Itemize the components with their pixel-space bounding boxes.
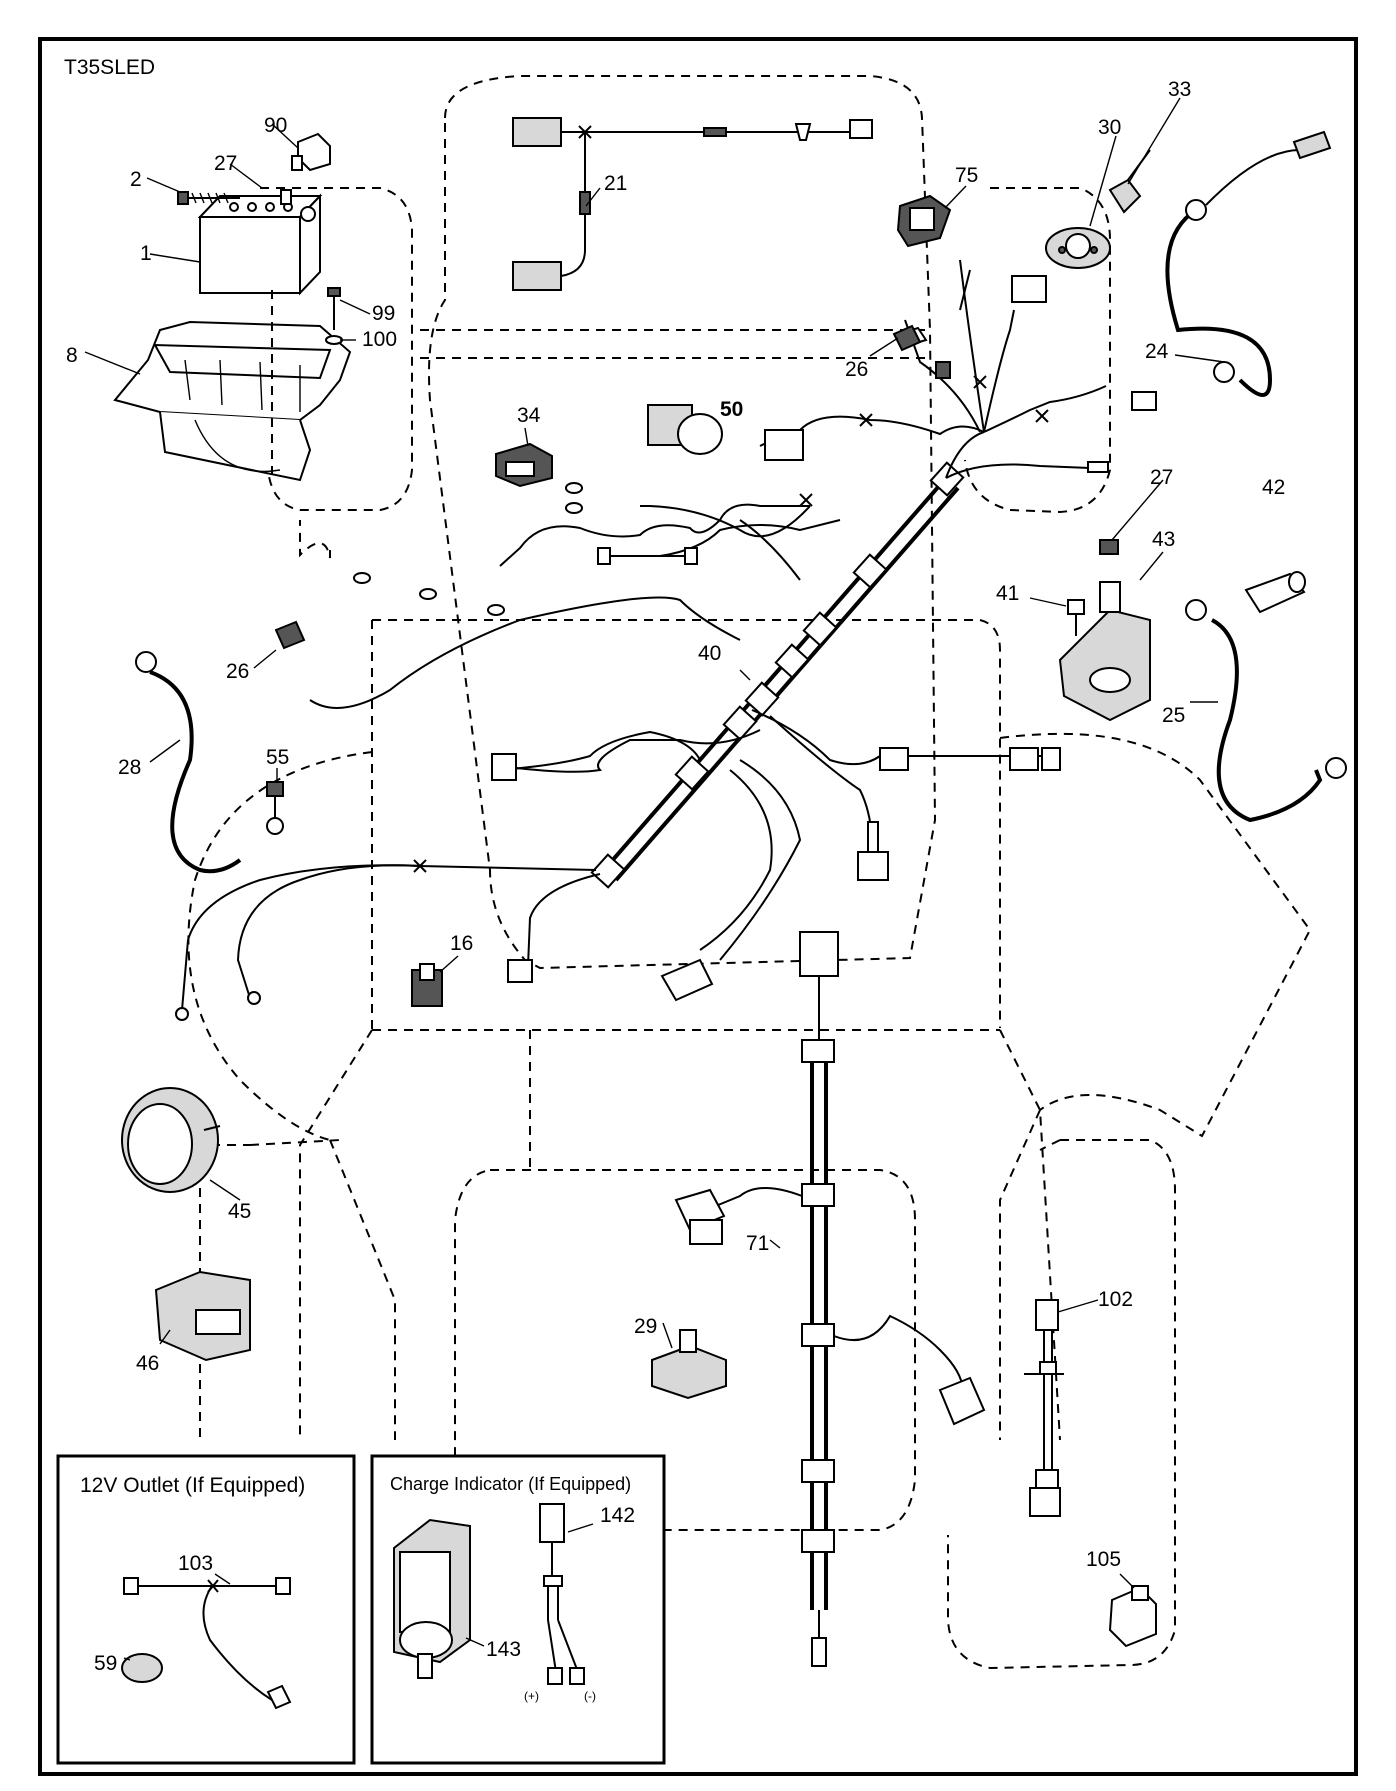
battery-group: [113, 132, 352, 482]
terminal-boot-90: [291, 132, 331, 172]
seat-switch-29: [651, 1329, 727, 1400]
switch-75: [896, 194, 952, 248]
pto-switch-50: [647, 404, 723, 455]
callout-100: 100: [362, 328, 397, 351]
battery: [197, 193, 323, 296]
hour-meter-45: [121, 1087, 221, 1193]
callout-2: 2: [130, 168, 142, 191]
callout-75: 75: [955, 164, 978, 187]
callout-43: 43: [1152, 528, 1175, 551]
callout-34: 34: [517, 404, 541, 427]
harness-102: [1024, 1299, 1064, 1517]
bolt-41: [1067, 599, 1085, 636]
callout-55: 55: [266, 746, 289, 769]
fuse-26-top: [892, 324, 922, 352]
callout-102: 102: [1098, 1288, 1133, 1311]
solenoid-43: [1058, 581, 1151, 722]
callout-27-right: 27: [1150, 466, 1173, 489]
callout-1: 1: [140, 242, 152, 265]
chassis-outline: [187, 75, 1312, 1670]
callout-leaders: [84, 97, 1225, 1589]
callout-142: 142: [600, 1504, 635, 1527]
relay-16: [411, 963, 443, 1007]
charge-indicator-143: [393, 1518, 471, 1679]
harness-21: [512, 117, 873, 291]
switch-105: [1108, 1585, 1157, 1648]
callout-26-top: 26: [845, 358, 868, 381]
callout-16: 16: [450, 932, 473, 955]
negative-label: (-): [584, 1689, 596, 1703]
harness-71: [674, 931, 986, 1667]
callout-30: 30: [1098, 116, 1121, 139]
callout-90: 90: [264, 114, 287, 137]
positive-label: (+): [524, 1689, 539, 1703]
callout-24: 24: [1145, 340, 1169, 363]
callout-59: 59: [94, 1652, 117, 1675]
callout-45: 45: [228, 1200, 251, 1223]
callout-99: 99: [372, 302, 395, 325]
callout-41: 41: [996, 582, 1019, 605]
callout-46: 46: [136, 1352, 159, 1375]
battery-nut: [280, 189, 292, 205]
callout-103: 103: [178, 1552, 213, 1575]
inset-charge-indicator: Charge Indicator (If Equipped) 142 143 (…: [370, 1454, 666, 1765]
callout-labels: 1 2 27 8 90 99 100 21 75 30 33 24 26 34 …: [66, 78, 1285, 1571]
ground-bolt-55: [266, 781, 284, 835]
callout-50: 50: [720, 398, 743, 421]
callout-28: 28: [118, 756, 141, 779]
battery-bolt: [177, 191, 240, 205]
inset-charge-indicator-title: Charge Indicator (If Equipped): [390, 1474, 631, 1494]
hold-down-bolt-99: [327, 287, 341, 330]
callout-27-battery: 27: [214, 152, 237, 175]
callout-25: 25: [1162, 704, 1185, 727]
nut-27-right: [1099, 539, 1119, 555]
model-title: T35SLED: [64, 56, 155, 79]
callout-21: 21: [604, 172, 627, 195]
ignition-switch-30: [1045, 227, 1111, 269]
battery-cable-24: [1165, 130, 1332, 397]
hour-meter-46: [154, 1270, 251, 1362]
callout-29: 29: [634, 1315, 657, 1338]
washer-100: [325, 335, 343, 345]
fuse-26-left: [274, 620, 306, 650]
callout-8: 8: [66, 344, 78, 367]
callout-33: 33: [1168, 78, 1191, 101]
ground-cable-28: [135, 651, 242, 874]
diagram-frame: [38, 37, 1358, 1776]
callout-40: 40: [698, 642, 721, 665]
terminal-boot-42: [1244, 571, 1306, 614]
battery-tray: [113, 320, 352, 482]
callout-26-left: 26: [226, 660, 249, 683]
harness-142: [539, 1503, 585, 1685]
harness-connectors: [175, 275, 1157, 1021]
switch-34: [495, 442, 553, 488]
callout-71: 71: [746, 1232, 769, 1255]
callout-105: 105: [1086, 1548, 1121, 1571]
callout-143: 143: [486, 1638, 521, 1661]
inset-12v-outlet: 12V Outlet (If Equipped) 103 59: [56, 1454, 356, 1765]
ground-cable-25: [1185, 599, 1347, 823]
callout-42: 42: [1262, 476, 1285, 499]
wire-junction-marks: [413, 375, 1049, 873]
inset-12v-outlet-title: 12V Outlet (If Equipped): [80, 1474, 305, 1497]
main-harness-40: [181, 259, 1107, 1011]
